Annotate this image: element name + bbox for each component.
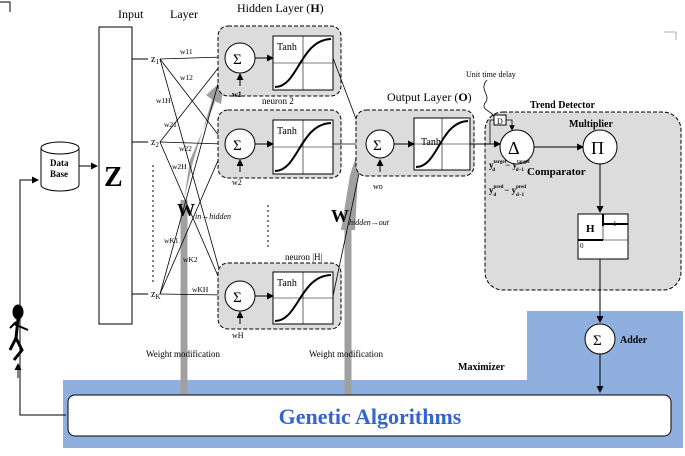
genetic-algorithms-box [67, 394, 672, 437]
weight-wKH: wKH [192, 285, 209, 294]
maximizer-label: Maximizer [458, 362, 505, 373]
input-label: Input [118, 7, 144, 21]
input-connections [159, 54, 227, 298]
bias-wh: wH [232, 331, 244, 340]
adder-sigma: Σ [593, 333, 602, 349]
zk-label: zK [151, 289, 161, 301]
input-z-box [98, 26, 133, 325]
weight-w11: w11 [180, 47, 193, 56]
tanh-label-h: Tanh [277, 278, 297, 289]
database-label-1: Data [50, 158, 69, 168]
pi-symbol: Π [591, 138, 604, 158]
neuron-h-label: neuron |H| [285, 252, 323, 262]
database-icon [40, 141, 80, 192]
weight-w2H: w2H [172, 162, 187, 171]
bias-w2: w2 [232, 178, 242, 187]
user-figure-icon [8, 304, 29, 361]
heaviside-0: 0 [580, 242, 584, 250]
hidden-neuron-h: Σ Tanh [217, 262, 342, 330]
hidden-layer-label: Hidden Layer (H) [237, 1, 324, 15]
weight-w21: w21 [164, 120, 177, 129]
weight-w12: w12 [180, 73, 193, 82]
svg-text:Σ: Σ [373, 138, 382, 154]
output-layer-label: Output Layer (O) [387, 90, 472, 104]
adder-label: Adder [620, 335, 648, 346]
weight-w22: w22 [179, 144, 192, 153]
svg-text:Σ: Σ [233, 138, 242, 154]
svg-text:D: D [497, 117, 503, 126]
svg-text:Σ: Σ [233, 52, 242, 68]
z1-label: z1 [151, 54, 159, 66]
weight-mod-label-1: Weight modification [146, 349, 221, 359]
heaviside-h: H [586, 223, 595, 235]
hidden-neuron-1: Σ Tanh [217, 25, 342, 97]
genetic-algorithms-label: Genetic Algorithms [279, 404, 462, 429]
trend-detector-box [484, 111, 682, 291]
svg-text:Σ: Σ [233, 290, 242, 306]
input-z-text: Z [104, 162, 123, 193]
weight-wK1: wK1 [164, 236, 179, 245]
trend-detector-label: Trend Detector [530, 100, 595, 111]
weight-wK2: wK2 [183, 255, 198, 264]
output-neuron: Σ Tanh [355, 109, 475, 177]
neuron-2-label: neuron 2 [262, 96, 294, 106]
multiplier-label: Multiplier [569, 119, 613, 130]
w-hidden-out-label: Whidden→out [331, 206, 390, 227]
heaviside-1: 1 [613, 220, 617, 228]
layer-label: Layer [170, 7, 198, 21]
hidden-neuron-2: Σ Tanh [217, 109, 342, 179]
delta-symbol: Δ [508, 138, 520, 158]
tanh-label-2: Tanh [277, 126, 297, 137]
tanh-label-1: Tanh [277, 42, 297, 53]
heaviside-box [577, 213, 629, 260]
weight-mod-label-2: Weight modification [309, 349, 384, 359]
bias-wo: wo [373, 182, 383, 191]
comparator-label: Comparator [527, 166, 586, 178]
z2-label: z2 [151, 137, 159, 149]
weight-w1H: w1H [156, 96, 171, 105]
tanh-label-o: Tanh [421, 137, 441, 148]
database-label-2: Base [50, 169, 68, 179]
bias-w1: w1 [232, 90, 242, 99]
unit-time-delay-label: Unit time delay [466, 70, 516, 79]
w-in-hidden-label: Win→hidden [177, 200, 231, 221]
